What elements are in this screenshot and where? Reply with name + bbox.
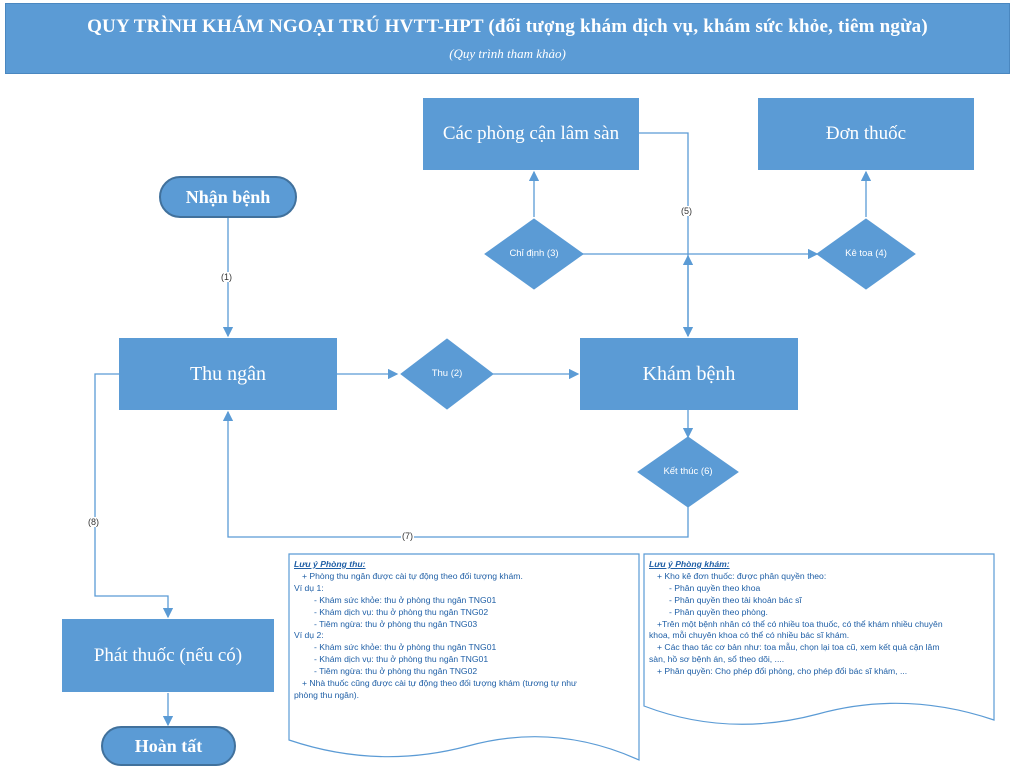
node-don-thuoc[interactable]: Đơn thuốc <box>758 98 974 170</box>
edge-label-5: (5) <box>680 206 693 216</box>
decision-chidinh-shape <box>484 218 584 290</box>
edge-label-7: (7) <box>401 531 414 541</box>
note-line: + Phòng thu ngân được cài tự động theo đ… <box>302 570 523 581</box>
note-line: + Kho kê đơn thuốc: được phân quyền theo… <box>657 570 827 581</box>
decision-ketoa-shape <box>816 218 916 290</box>
note-line: - Khám sức khỏe: thu ở phòng thu ngân TN… <box>314 642 497 653</box>
note-line: - Khám dịch vụ: thu ở phòng thu ngân TNG… <box>314 606 489 617</box>
node-hoan-tat[interactable]: Hoàn tất <box>101 726 236 766</box>
note-line: + Phân quyền: Cho phép đổi phòng, cho ph… <box>657 666 908 677</box>
note-phong-kham: Lưu ý Phòng khám: + Kho kê đơn thuốc: đư… <box>649 559 991 678</box>
note-left-shape <box>288 553 640 761</box>
note-line: sàn, hồ sơ bệnh án, sổ theo dõi, .... <box>649 654 785 665</box>
note-phong-kham-title: Lưu ý Phòng khám: <box>649 559 730 569</box>
decision-ketthuc-shape <box>637 436 739 508</box>
node-kham-benh[interactable]: Khám bệnh <box>580 338 798 410</box>
note-line: - Khám sức khỏe: thu ở phòng thu ngân TN… <box>314 594 497 605</box>
note-line: - Phân quyền theo tài khoản bác sĩ <box>669 594 802 605</box>
edge-label-1: (1) <box>220 272 233 282</box>
decision-ketoa-label[interactable]: Kê toa (4) <box>845 248 887 259</box>
note-phong-thu-title: Lưu ý Phòng thu: <box>294 559 366 569</box>
edge-7 <box>222 410 689 538</box>
decision-ketthuc-label[interactable]: Kết thúc (6) <box>663 466 713 477</box>
edge-8 <box>94 373 174 619</box>
note-right-shape <box>643 553 995 725</box>
note-line: + Nhà thuốc cũng được cài tự động theo đ… <box>302 678 577 689</box>
note-line: Ví dụ 1: <box>294 582 324 593</box>
node-can-lam-san[interactable]: Các phòng cận lâm sàn <box>423 98 639 170</box>
note-line: phòng thu ngân). <box>294 689 359 700</box>
title-banner: QUY TRÌNH KHÁM NGOẠI TRÚ HVTT-HPT (đối t… <box>5 3 1010 74</box>
node-phat-thuoc[interactable]: Phát thuốc (nếu có) <box>62 619 274 692</box>
page-subtitle: (Quy trình tham khảo) <box>449 46 566 61</box>
note-line: khoa, mỗi chuyên khoa có thể có nhiều bá… <box>649 630 850 641</box>
note-line: - Khám dịch vụ: thu ở phòng thu ngân TNG… <box>314 654 489 665</box>
note-line: +Trên một bệnh nhân có thể có nhiều toa … <box>657 618 943 629</box>
note-line: + Các thao tác cơ bản như: toa mẫu, chọn… <box>657 642 940 653</box>
node-thu-ngan[interactable]: Thu ngân <box>119 338 337 410</box>
page-title: QUY TRÌNH KHÁM NGOẠI TRÚ HVTT-HPT (đối t… <box>87 16 928 37</box>
node-nhan-benh[interactable]: Nhận bệnh <box>159 176 297 218</box>
note-line: - Phân quyền theo khoa <box>669 582 761 593</box>
decision-thu-shape <box>400 338 494 410</box>
note-line: - Phân quyền theo phòng. <box>669 606 768 617</box>
note-line: - Tiêm ngừa: thu ở phòng thu ngân TNG03 <box>314 618 478 629</box>
edge-5 <box>639 132 694 338</box>
decision-chidinh-label[interactable]: Chỉ định (3) <box>509 248 559 259</box>
note-phong-thu: Lưu ý Phòng thu: + Phòng thu ngân được c… <box>294 559 636 702</box>
decision-thu-label[interactable]: Thu (2) <box>431 368 463 379</box>
note-line: Ví dụ 2: <box>294 630 324 641</box>
edge-label-8: (8) <box>87 517 100 527</box>
note-line: - Tiêm ngừa: thu ở phòng thu ngân TNG02 <box>314 666 478 677</box>
